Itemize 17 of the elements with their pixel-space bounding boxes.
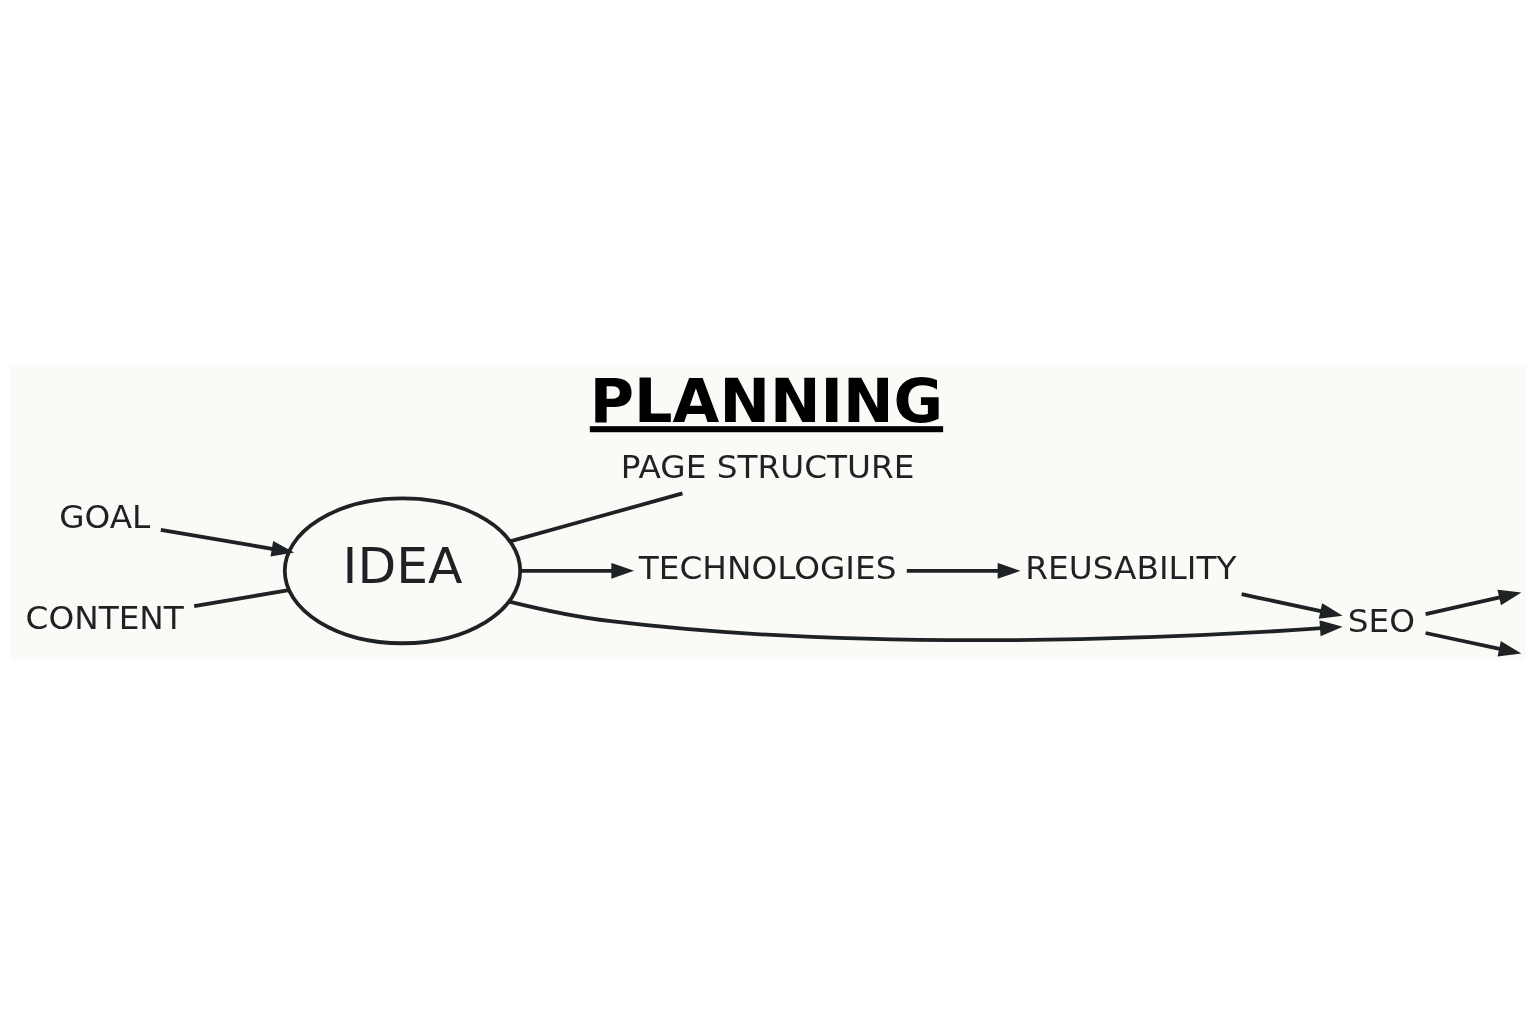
connector	[193, 587, 290, 608]
arrow	[1241, 591, 1343, 619]
node-text: GOAL	[59, 497, 151, 536]
arrow	[906, 562, 1021, 579]
node-ellipse: IDEA	[282, 496, 523, 645]
node-text: SEO	[1347, 601, 1416, 640]
node-text: TECHNOLOGIES	[638, 548, 897, 587]
arrow	[508, 599, 1343, 642]
arrow	[1425, 589, 1522, 616]
node-text: REUSABILITY	[1025, 548, 1237, 587]
arrow	[1425, 630, 1522, 657]
arrow	[160, 527, 295, 557]
connector	[509, 491, 683, 543]
diagram-title: PLANNING	[589, 365, 944, 436]
node-text: CONTENT	[25, 598, 184, 637]
arrow	[520, 562, 635, 579]
node-text: PAGE STRUCTURE	[620, 447, 915, 486]
